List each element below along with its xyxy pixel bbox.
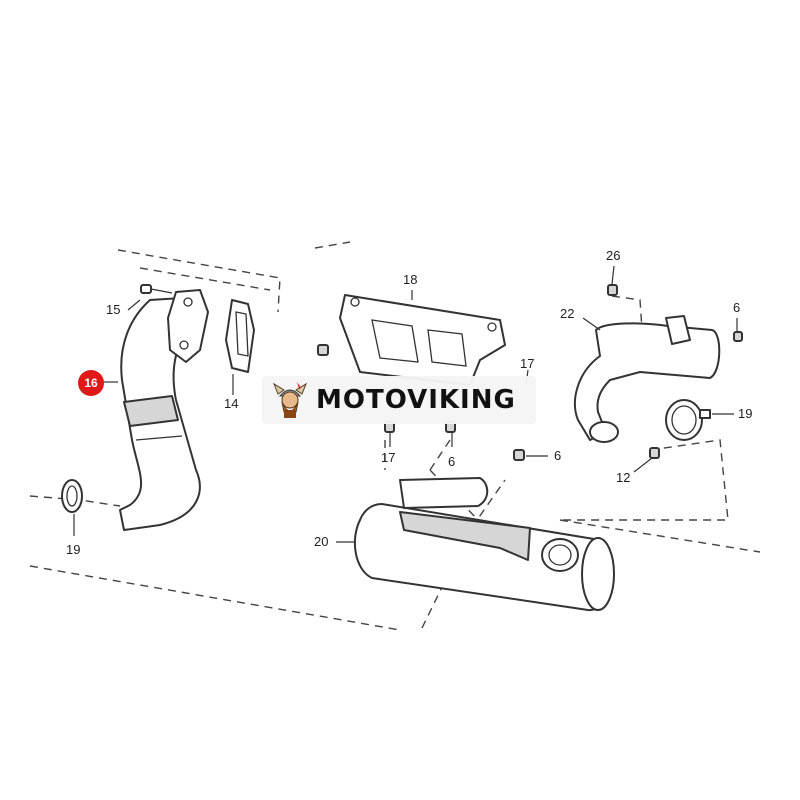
callout-19-right: 19 (738, 406, 752, 421)
callout-17-bottom: 17 (381, 450, 395, 465)
viking-mascot-icon (272, 382, 308, 418)
highlight-marker (78, 370, 104, 396)
leader-lines (73, 265, 738, 543)
callout-22: 22 (560, 306, 574, 321)
part-19-clamp-left (61, 479, 83, 513)
part-22-tail-pipe (574, 315, 721, 443)
part-14-gasket (225, 299, 255, 373)
callout-12: 12 (616, 470, 630, 485)
callout-14: 14 (224, 396, 238, 411)
callout-6-left: 6 (448, 454, 455, 469)
callout-20: 20 (314, 534, 328, 549)
part-20-muffler (353, 477, 615, 612)
motoviking-watermark: MOTOVIKING (262, 376, 536, 424)
fasteners (317, 284, 743, 461)
callout-label: 16 (84, 376, 98, 390)
part-18-heat-shield (339, 294, 506, 386)
callout-26: 26 (606, 248, 620, 263)
part-15-bolt (140, 284, 173, 294)
callout-15: 15 (106, 302, 120, 317)
callout-18: 18 (403, 272, 417, 287)
dashed-reference-lines (29, 241, 761, 631)
callout-17-top: 17 (520, 356, 534, 371)
part-19-clamp-right (665, 399, 711, 441)
watermark-text: MOTOVIKING (316, 385, 516, 415)
callout-6-center: 6 (554, 448, 561, 463)
callout-16: 16 (78, 370, 104, 396)
callout-6-right: 6 (733, 300, 740, 315)
part-16-exhaust-pipe (119, 289, 209, 531)
callout-19-left: 19 (66, 542, 80, 557)
